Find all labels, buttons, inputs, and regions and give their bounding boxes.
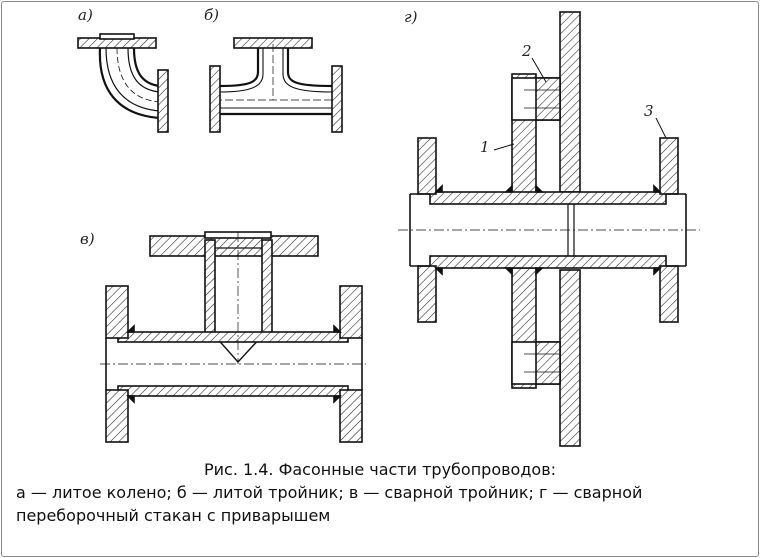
tee-left-flange <box>209 65 221 133</box>
sleeve-right-flange-top <box>659 137 679 195</box>
welded-tee-right-flange-top <box>339 285 363 339</box>
bulkhead-plate-bottom <box>559 269 581 447</box>
welded-tee-top-flange <box>149 235 319 257</box>
callout-1: 1 <box>480 138 490 156</box>
tee-right-flange <box>331 65 343 133</box>
label-g: г) <box>404 8 418 26</box>
elbow-side-flange <box>157 69 169 133</box>
welded-tee-left-flange-top <box>105 285 129 339</box>
caption-title: Рис. 1.4. Фасонные части трубопроводов: <box>203 460 557 479</box>
label-v: в) <box>80 230 95 248</box>
label-a: а) <box>78 6 93 24</box>
bulkhead-plate-top <box>559 11 581 193</box>
cast-elbow: а) <box>77 6 169 133</box>
welded-tee-left-flange-bottom <box>105 389 129 443</box>
caption-text: а — литое колено; б — литой тройник; в —… <box>16 483 643 525</box>
sleeve-right-flange-bottom <box>659 265 679 323</box>
welded-tee-right-flange-bottom <box>339 389 363 443</box>
bulkhead-sleeve: г) <box>398 8 700 447</box>
figure-caption: Рис. 1.4. Фасонные части трубопроводов: … <box>0 458 760 527</box>
callout-3: 3 <box>644 102 654 120</box>
sleeve-left-flange-bottom <box>417 265 437 323</box>
pipe-fittings-drawing: а) б) в) <box>77 6 700 447</box>
welded-tee: в) <box>80 230 366 443</box>
callout-2: 2 <box>521 42 532 60</box>
label-b: б) <box>204 6 219 24</box>
cast-tee: б) <box>204 6 343 133</box>
sleeve-left-flange-top <box>417 137 437 195</box>
